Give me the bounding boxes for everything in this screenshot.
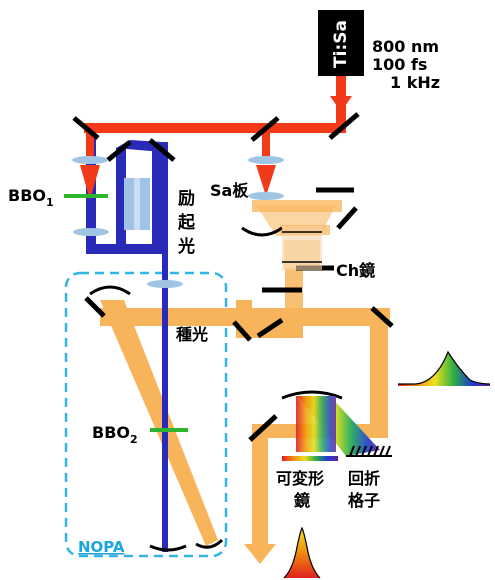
grating <box>346 445 392 457</box>
mirror-seed-bottom <box>256 317 284 339</box>
mirror-pump-top-left <box>106 140 132 162</box>
deformable-mirror-label-1: 可変形 <box>276 469 324 488</box>
curved-mirrors <box>89 226 343 552</box>
curved-mirror-sa <box>241 226 283 237</box>
spectral-band-dm <box>296 396 336 452</box>
bbo1-crystal <box>64 194 108 198</box>
laser-name: Ti:Sa <box>331 20 351 68</box>
spectrum-output <box>283 526 321 579</box>
mirror-nopa-left <box>84 296 106 318</box>
mirror-pump-top-right <box>148 138 176 162</box>
sa-plate-label: Sa板 <box>210 181 249 200</box>
pump-light-label-3: 光 <box>177 236 195 257</box>
laser-box <box>318 10 364 76</box>
fund-cone-left <box>80 165 100 200</box>
fund-cone-right <box>256 165 276 196</box>
laser-wavelength: 800 nm <box>372 37 439 56</box>
mirror-seed-left <box>232 320 252 342</box>
bbo1-label: BBO1 <box>8 186 54 209</box>
pump-light-label-2: 起 <box>177 212 196 233</box>
laser-rate: 1 kHz <box>390 73 440 92</box>
deformable-mirror-label-2: 鏡 <box>294 491 310 510</box>
grating-label-1: 回折 <box>348 469 380 488</box>
chirp-mirror-pair <box>282 226 322 270</box>
pump-plate-inner <box>134 178 140 230</box>
bbo2-crystal <box>150 428 188 432</box>
lens-pump-lower <box>147 280 183 288</box>
seed-wedge <box>100 300 218 546</box>
curved-mirror-nopa-top <box>89 285 131 296</box>
chirp-mirror-label: Ch鏡 <box>336 261 375 280</box>
curved-mirror-dm <box>281 390 343 400</box>
seed-light-label: 種光 <box>176 325 208 344</box>
mirror-red-left <box>72 116 100 140</box>
spectral-line <box>282 456 338 461</box>
mirror-right-corner <box>370 306 394 328</box>
mirror-red-split <box>250 116 280 142</box>
laser-arrow <box>330 96 352 112</box>
lens-red-right <box>248 156 284 164</box>
grating-label-2: 格子 <box>348 491 380 510</box>
lenses <box>72 156 284 288</box>
laser-duration: 100 fs <box>372 55 427 74</box>
lens-pump-left <box>73 228 109 236</box>
mirror-red-right <box>328 112 360 140</box>
spectrum-right <box>398 350 491 386</box>
mirror-output-corner <box>248 414 278 442</box>
bbo2-label: BBO2 <box>92 423 138 446</box>
mirror-chirp-right <box>336 206 358 230</box>
lens-red-left <box>72 156 108 164</box>
curved-mirror-nopa-bottom-left <box>149 544 187 552</box>
nopa-box <box>64 271 228 558</box>
nopa-label: NOPA <box>78 538 125 556</box>
output-arrow <box>244 544 276 564</box>
pump-light-label-1: 励 <box>178 189 195 209</box>
lens-sa <box>248 192 284 200</box>
curved-mirror-nopa-bottom-right <box>195 538 224 549</box>
